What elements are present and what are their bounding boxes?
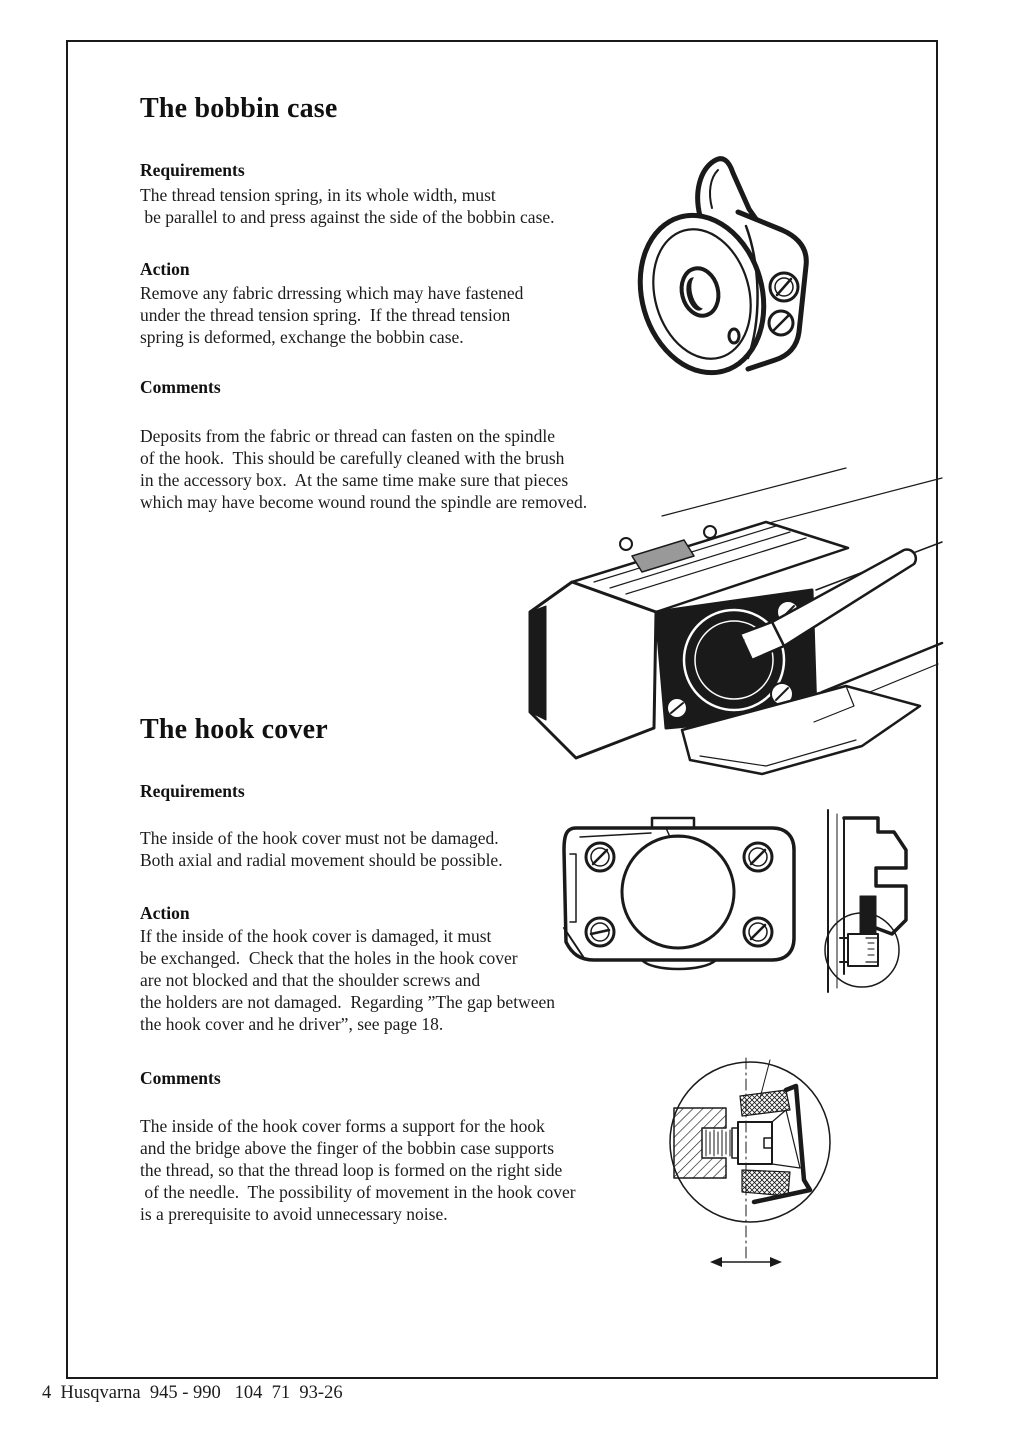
paragraph-action-hook: If the inside of the hook cover is damag… — [140, 926, 555, 1034]
heading-comments-hook: Comments — [140, 1068, 221, 1088]
paragraph-action-bobbin: Remove any fabric drressing which may ha… — [140, 283, 524, 347]
paragraph-comments-hook: The inside of the hook cover forms a sup… — [140, 1116, 576, 1224]
hook-cover-front-figure — [562, 816, 796, 971]
heading-action-hook: Action — [140, 903, 190, 923]
heading-requirements-bobbin: Requirements — [140, 160, 245, 180]
page-footer: 4 Husqvarna 945 - 990 104 71 93-26 — [42, 1383, 343, 1403]
section-title-bobbin-case: The bobbin case — [140, 93, 338, 124]
section-title-hook-cover: The hook cover — [140, 714, 328, 745]
heading-requirements-hook: Requirements — [140, 781, 245, 801]
paragraph-comments-bobbin: Deposits from the fabric or thread can f… — [140, 426, 588, 512]
heading-comments-bobbin: Comments — [140, 377, 221, 397]
heading-action-bobbin: Action — [140, 259, 190, 279]
paragraph-requirements-bobbin: The thread tension spring, in its whole … — [140, 185, 555, 227]
screw-detail-figure — [669, 1057, 831, 1267]
hook-cover-side-figure — [824, 809, 908, 993]
page-border — [66, 40, 938, 1379]
hook-cleaning-figure — [528, 467, 944, 776]
paragraph-requirements-hook: The inside of the hook cover must not be… — [140, 828, 503, 870]
bobbin-case-figure — [637, 156, 809, 376]
